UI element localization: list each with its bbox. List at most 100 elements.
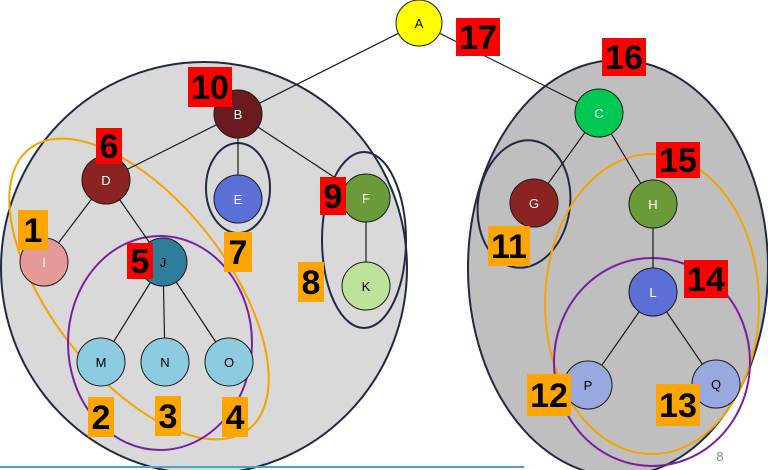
- badge-number: 15: [659, 142, 697, 180]
- badge-number: 7: [229, 234, 248, 272]
- badge-box: [155, 396, 181, 436]
- order-badge-12: 12: [527, 374, 571, 416]
- node-circle: [628, 267, 678, 317]
- node-circle: [341, 261, 391, 311]
- node-e: E: [213, 174, 263, 224]
- node-label: O: [224, 355, 234, 370]
- f-subtree-outline: [321, 151, 407, 329]
- badge-number: 14: [687, 261, 725, 299]
- order-badge-9: 9: [320, 177, 346, 216]
- badge-number: 1: [24, 212, 43, 250]
- badge-box: [527, 374, 571, 416]
- badge-number: 8: [302, 264, 321, 302]
- node-circle: [140, 337, 190, 387]
- edge-b-d: [105, 113, 239, 181]
- node-circle: [628, 179, 678, 229]
- order-badge-16: 16: [602, 38, 646, 77]
- badge-number: 4: [226, 399, 245, 437]
- nodes: A B C D E F G H I J K L M N O P Q: [19, 0, 741, 410]
- node-label: E: [234, 192, 243, 207]
- badge-box: [127, 243, 153, 279]
- j-subtree-outline: [67, 235, 253, 451]
- order-badge-2: 2: [88, 397, 114, 437]
- badge-box: [684, 260, 728, 298]
- node-label: P: [584, 378, 593, 393]
- node-label: F: [362, 191, 370, 206]
- badge-box: [456, 18, 500, 56]
- badge-number: 5: [131, 243, 150, 281]
- badge-box: [18, 210, 48, 250]
- badge-number: 2: [92, 399, 111, 437]
- node-label: N: [160, 355, 169, 370]
- node-k: K: [341, 261, 391, 311]
- order-badge-1: 1: [18, 210, 48, 250]
- badge-box: [222, 397, 248, 437]
- order-badge-13: 13: [656, 384, 700, 426]
- node-c: C: [574, 88, 624, 138]
- node-label: D: [101, 173, 110, 188]
- node-label: M: [96, 355, 107, 370]
- node-n: N: [140, 337, 190, 387]
- badge-box: [320, 177, 346, 215]
- node-label: H: [648, 197, 657, 212]
- badge-number: 13: [659, 387, 697, 425]
- badge-box: [602, 38, 646, 76]
- page-number: 8: [716, 449, 723, 464]
- node-label: I: [42, 255, 46, 270]
- order-badge-8: 8: [298, 262, 324, 302]
- order-badge-14: 14: [684, 260, 728, 299]
- order-badge-10: 10: [188, 67, 232, 107]
- badge-box: [88, 397, 114, 437]
- badge-number: 11: [491, 228, 527, 266]
- badge-number: 10: [191, 69, 229, 107]
- badge-number: 9: [324, 178, 343, 216]
- node-label: L: [649, 285, 656, 300]
- order-badge-3: 3: [155, 396, 181, 436]
- node-circle: [213, 174, 263, 224]
- node-f: F: [341, 173, 391, 223]
- order-badge-11: 11: [488, 226, 530, 266]
- order-badge-17: 17: [456, 18, 500, 57]
- node-label: J: [160, 255, 167, 270]
- badge-box: [96, 128, 122, 164]
- badge-number: 6: [100, 128, 119, 166]
- node-a: A: [395, 0, 443, 47]
- node-circle: [574, 88, 624, 138]
- node-m: M: [76, 337, 126, 387]
- edge-a-b: [237, 22, 420, 115]
- node-l: L: [628, 267, 678, 317]
- node-d: D: [81, 155, 131, 205]
- badge-number: 3: [159, 398, 178, 436]
- node-label: C: [594, 106, 603, 121]
- node-circle: [395, 0, 443, 47]
- node-circle: [204, 337, 254, 387]
- node-label: B: [234, 107, 243, 122]
- badge-number: 17: [459, 19, 497, 57]
- node-label: A: [415, 16, 424, 31]
- badge-number: 16: [605, 39, 643, 77]
- order-badge-4: 4: [222, 397, 248, 437]
- node-o: O: [204, 337, 254, 387]
- order-badge-7: 7: [224, 232, 252, 272]
- badge-box: [656, 384, 700, 426]
- node-label: Q: [711, 377, 721, 392]
- node-label: G: [529, 196, 539, 211]
- node-p: P: [563, 360, 613, 410]
- node-label: K: [362, 279, 371, 294]
- order-badge-15: 15: [656, 142, 700, 180]
- order-badge-5: 5: [127, 243, 153, 281]
- badge-box: [188, 67, 232, 107]
- node-h: H: [628, 179, 678, 229]
- node-circle: [509, 178, 559, 228]
- badge-box: [298, 262, 324, 302]
- order-badge-6: 6: [96, 128, 122, 166]
- badge-number: 12: [530, 377, 568, 415]
- node-circle: [76, 337, 126, 387]
- d-subtree-outline: [8, 137, 270, 441]
- g-group-outline: [476, 139, 572, 269]
- node-g: G: [509, 178, 559, 228]
- h-subtree-outline: [544, 153, 760, 455]
- badge-box: [656, 142, 700, 178]
